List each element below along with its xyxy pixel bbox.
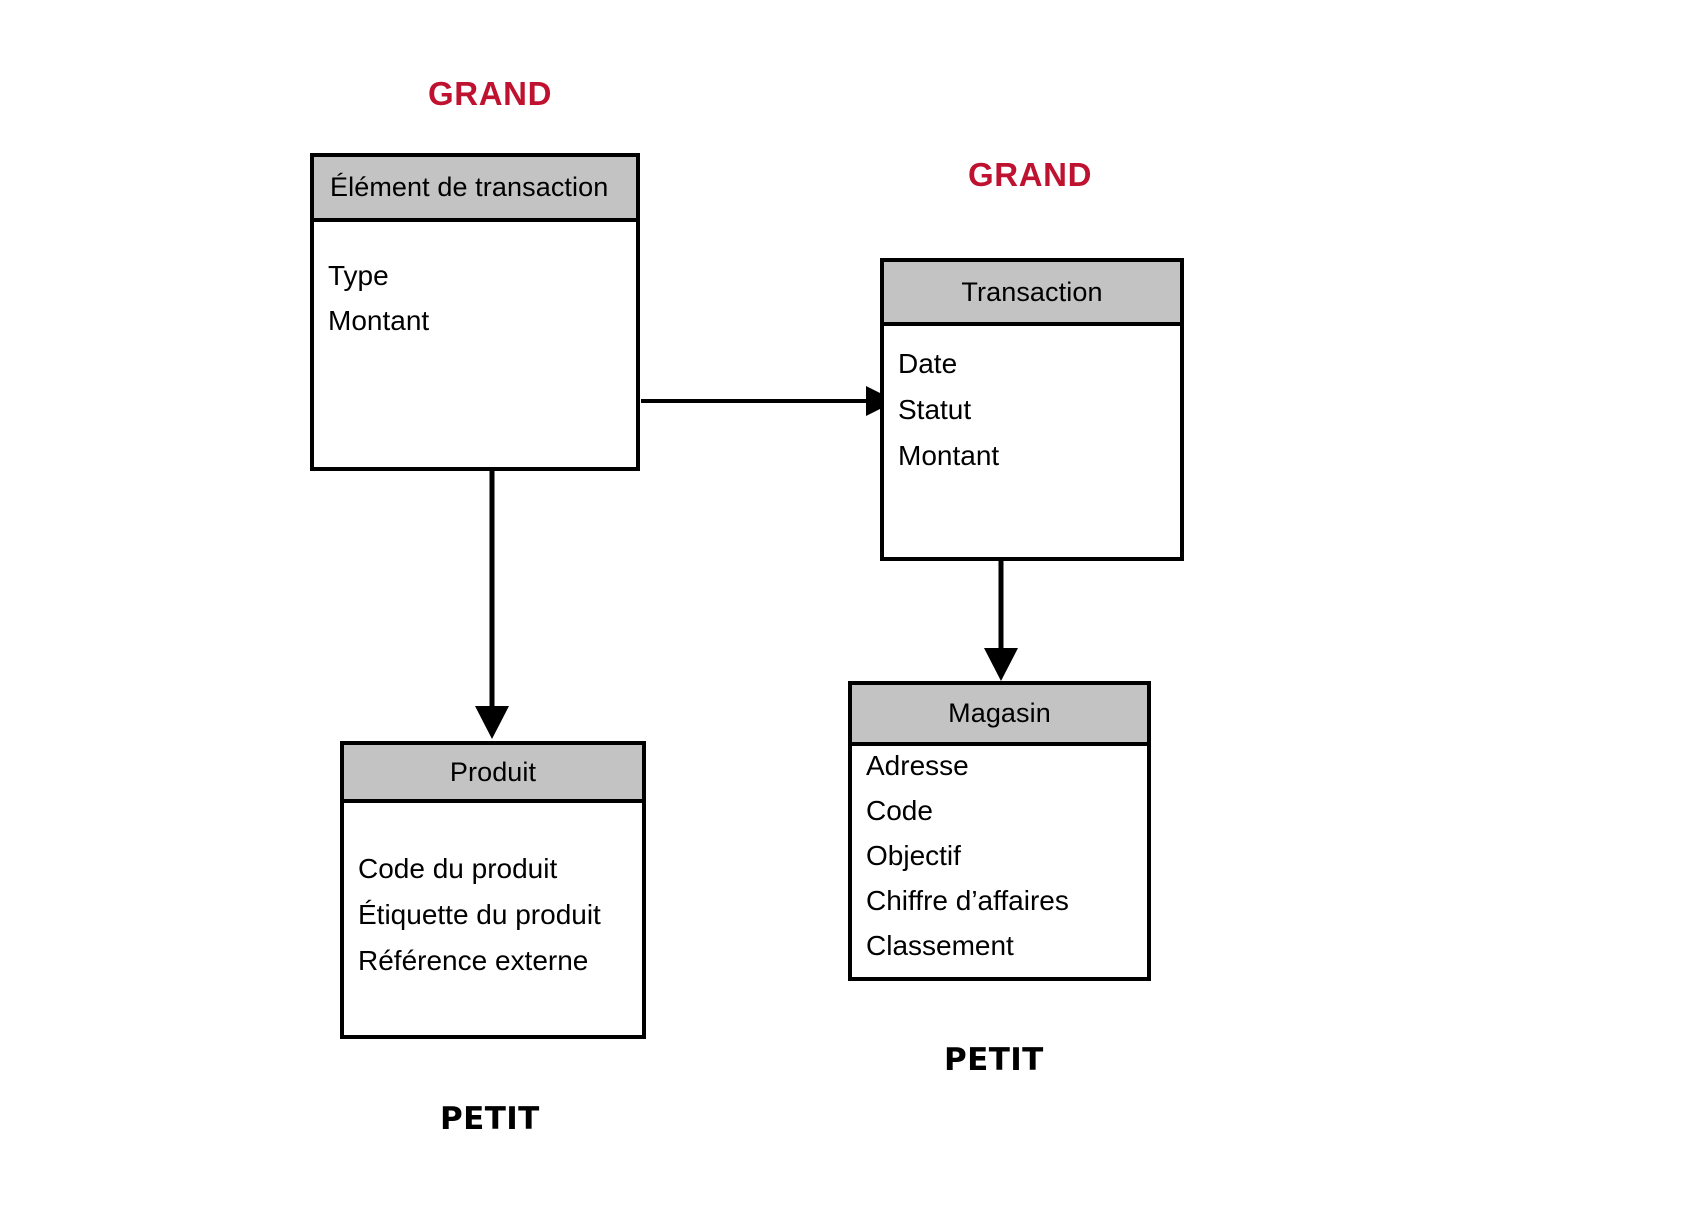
entity-fields-produit: Code du produit Étiquette du produit Réf… bbox=[344, 803, 642, 1035]
entity-header-magasin: Magasin bbox=[852, 685, 1147, 746]
entity-field: Code du produit bbox=[358, 853, 558, 884]
connector-element-to-produit bbox=[475, 470, 509, 739]
entity-field: Statut bbox=[898, 394, 972, 425]
cardinality-label-petit-magasin: PETIT bbox=[944, 1042, 1044, 1078]
connector-element-to-transaction bbox=[641, 386, 896, 416]
entity-field: Type bbox=[328, 260, 389, 291]
entity-field: Montant bbox=[898, 440, 1000, 471]
entity-box-transaction[interactable]: Transaction Date Statut Montant bbox=[880, 258, 1184, 561]
cardinality-label-grand-transaction: GRAND bbox=[968, 156, 1092, 193]
entity-header-produit: Produit bbox=[344, 745, 642, 803]
entity-field: Objectif bbox=[866, 840, 961, 871]
entity-header-transaction: Transaction bbox=[884, 262, 1180, 326]
cardinality-label-petit-produit: PETIT bbox=[440, 1101, 540, 1137]
cardinality-label-grand-element: GRAND bbox=[428, 75, 552, 112]
entity-field: Date bbox=[898, 348, 958, 379]
entity-box-element-de-transaction[interactable]: Élément de transaction Type Montant bbox=[310, 153, 640, 471]
entity-field: Chiffre d’affaires bbox=[866, 885, 1069, 916]
entity-header-element-de-transaction: Élément de transaction bbox=[314, 157, 636, 222]
entity-box-produit[interactable]: Produit Code du produit Étiquette du pro… bbox=[340, 741, 646, 1039]
entity-field: Code bbox=[866, 795, 933, 826]
entity-field: Adresse bbox=[866, 750, 969, 781]
entity-field: Montant bbox=[328, 305, 430, 336]
entity-field: Étiquette du produit bbox=[358, 899, 601, 930]
entity-field: Référence externe bbox=[358, 945, 589, 976]
connector-transaction-to-magasin bbox=[984, 560, 1018, 681]
entity-fields-transaction: Date Statut Montant bbox=[884, 326, 1180, 557]
entity-field: Classement bbox=[866, 930, 1014, 961]
entity-fields-element-de-transaction: Type Montant bbox=[314, 222, 636, 467]
entity-box-magasin[interactable]: Magasin Adresse Code Objectif Chiffre d’… bbox=[848, 681, 1151, 981]
entity-fields-magasin: Adresse Code Objectif Chiffre d’affaires… bbox=[852, 746, 1147, 977]
